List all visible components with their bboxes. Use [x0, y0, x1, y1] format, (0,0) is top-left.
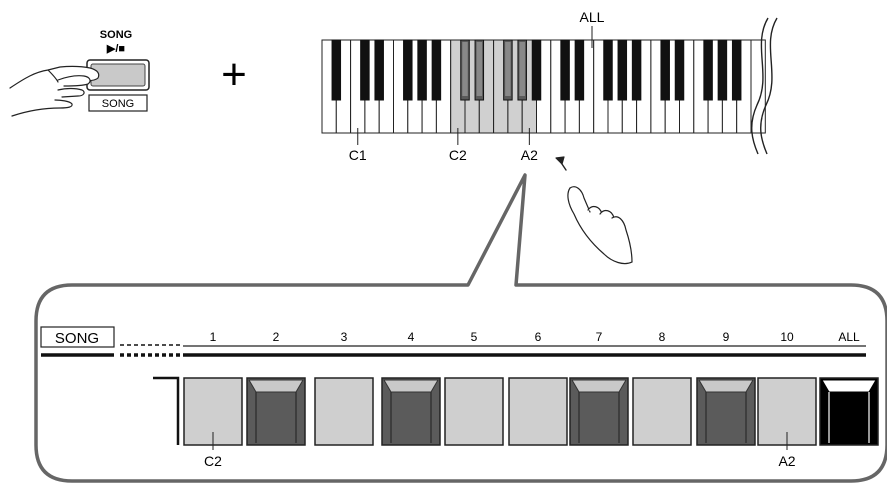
track-number-9: 9 [723, 330, 730, 344]
track-number-3: 3 [341, 330, 348, 344]
panel-song-tag: SONG [55, 330, 99, 347]
keyboard-black-key [431, 39, 442, 101]
track-number-5: 5 [471, 330, 478, 344]
keyboard-black-key [374, 39, 384, 101]
plus-sign: + [221, 50, 247, 99]
track-number-8: 8 [659, 330, 666, 344]
keyboard-black-key-shade [505, 42, 511, 96]
keyboard-black-key [603, 39, 613, 101]
bottom-label-a2: A2 [778, 453, 795, 469]
track-bottom-labels: C2 A2 [204, 432, 796, 469]
song-button-title: SONG [100, 29, 132, 41]
track-key-3[interactable] [314, 377, 374, 446]
track-numbers: 1 2 3 4 5 6 7 8 9 10 ALL [210, 330, 860, 344]
keyboard-black-key-shade [519, 42, 525, 96]
pressing-hand-icon [9, 65, 100, 117]
keyboard-black-key [660, 39, 670, 101]
panel-song-tag-box [40, 326, 115, 348]
track-key-2[interactable] [246, 377, 306, 446]
keyboard-black-key [417, 39, 427, 101]
bottom-label-c2: C2 [204, 453, 222, 469]
keyboard-black-key [731, 39, 742, 101]
song-tag-box [88, 94, 148, 112]
song-button-group: SONG ▶/■ SONG [9, 29, 150, 117]
keyboard-break-icon [751, 17, 778, 155]
keyboard-black-key [560, 39, 570, 101]
song-tag-label: SONG [102, 98, 134, 110]
left-bracket [153, 376, 180, 445]
track-key-7[interactable] [569, 377, 629, 446]
callout-panel: SONG 1 2 3 4 5 6 7 8 9 10 ALL C2 A2 [34, 173, 887, 483]
track-number-7: 7 [596, 330, 603, 344]
keyboard-black-key [703, 39, 713, 101]
black-keys [331, 39, 742, 101]
key-label-c1: C1 [349, 147, 367, 163]
track-key-4[interactable] [381, 377, 441, 446]
track-key-5[interactable] [444, 377, 504, 446]
track-key-8[interactable] [632, 377, 692, 446]
track-number-1: 1 [210, 330, 217, 344]
keyboard-black-key-shade [462, 42, 468, 96]
track-keys [183, 377, 879, 446]
keyboard-illustration: ALL C1 C2 A2 [321, 9, 778, 265]
track-number-4: 4 [408, 330, 415, 344]
track-number-2: 2 [273, 330, 280, 344]
keyboard-black-key [717, 39, 728, 101]
play-stop-symbol: ▶/■ [106, 43, 125, 55]
pointing-hand-icon [555, 156, 633, 265]
key-label-a2: A2 [521, 147, 538, 163]
key-label-c2: C2 [449, 147, 467, 163]
keyboard-black-key [403, 39, 413, 101]
track-number-10: 10 [780, 330, 794, 344]
track-number-all: ALL [838, 330, 860, 344]
all-label: ALL [580, 9, 605, 25]
keyboard-black-key [331, 39, 342, 101]
keyboard-black-key [574, 39, 585, 101]
keyboard-black-key [360, 39, 370, 101]
key-labels: C1 C2 A2 [349, 128, 538, 163]
keyboard-black-key [531, 39, 542, 101]
white-keys [321, 39, 766, 134]
keyboard-black-key [617, 39, 628, 101]
keyboard-black-key-shade [476, 42, 483, 96]
track-key-6[interactable] [508, 377, 568, 446]
keyboard-black-key [631, 39, 642, 101]
track-key-9[interactable] [696, 377, 756, 446]
track-key-all[interactable] [819, 377, 879, 446]
keyboard-black-key [674, 39, 685, 101]
track-number-6: 6 [535, 330, 542, 344]
